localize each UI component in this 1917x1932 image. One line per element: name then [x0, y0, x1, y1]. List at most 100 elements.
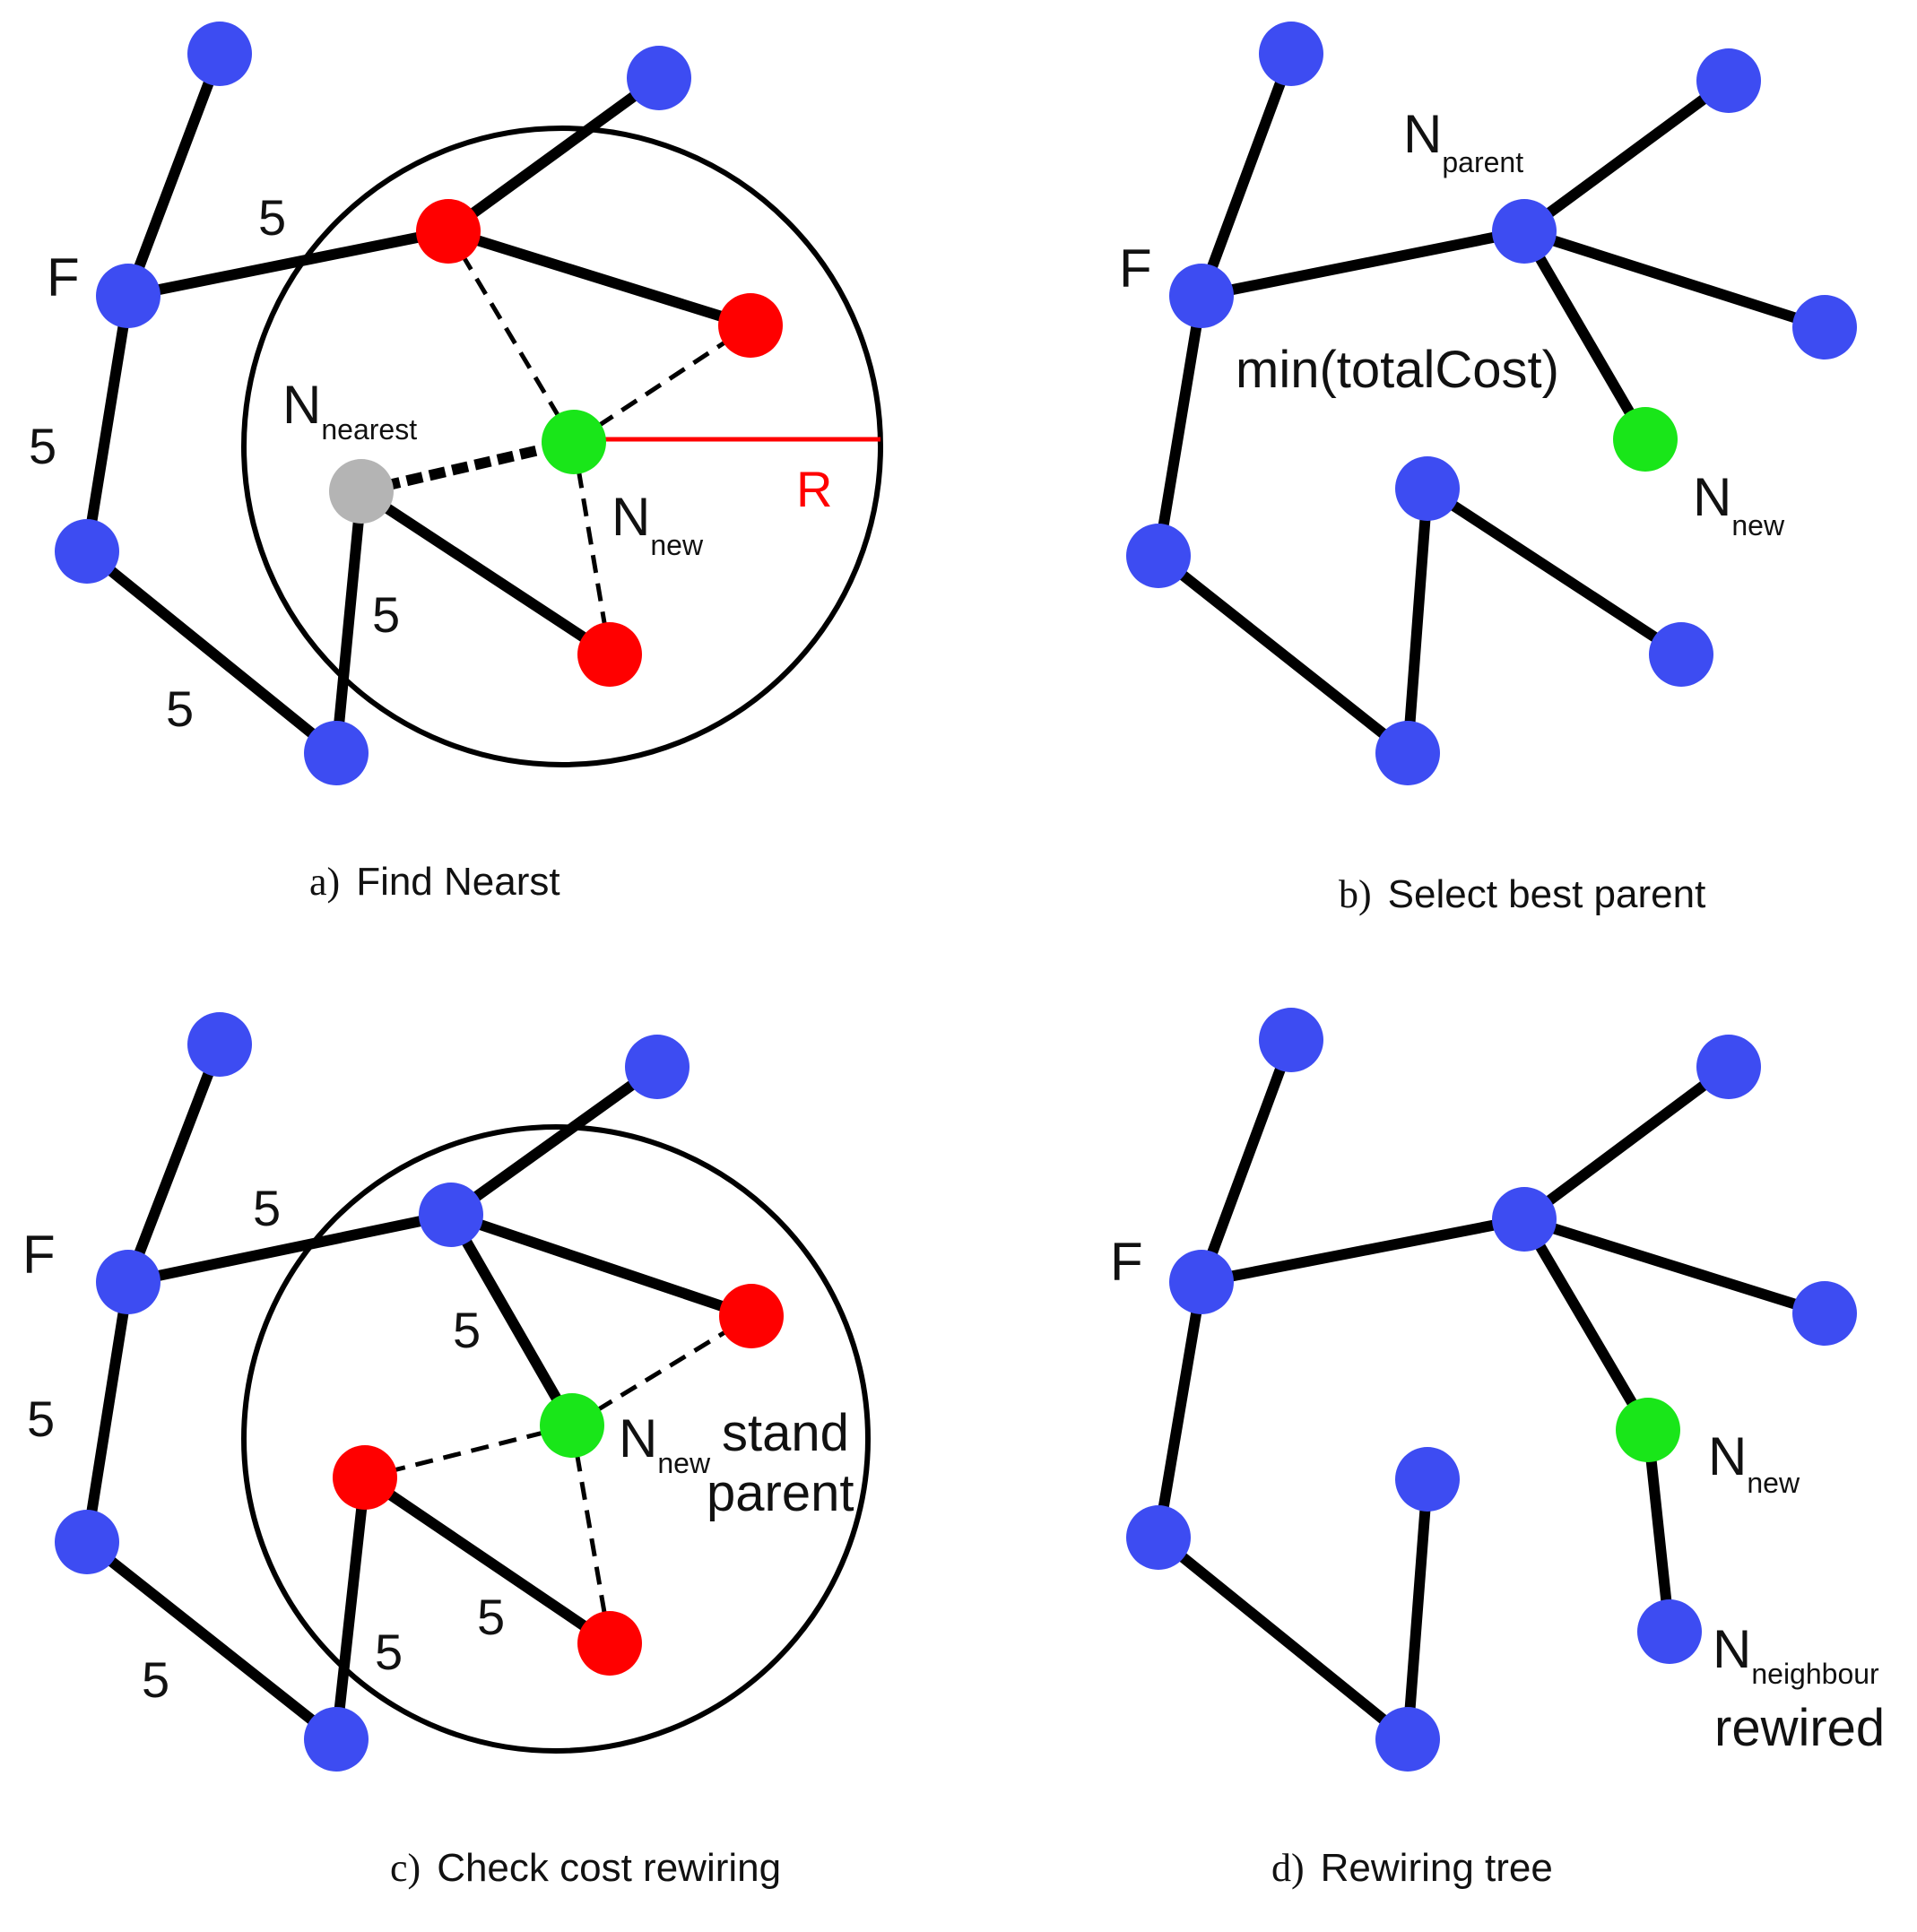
candidate-node: [577, 1611, 642, 1676]
tree-node: [1492, 1187, 1557, 1252]
tree-edge: [123, 1209, 456, 1287]
candidate-node: [416, 199, 481, 264]
neighbour-node: [1637, 1599, 1702, 1664]
tree-edge: [356, 486, 615, 660]
caption-a: a)Find Nearst: [309, 860, 560, 904]
tree-edge: [331, 486, 367, 758]
tree-edge: [446, 1209, 577, 1431]
tree-edge: [1196, 1035, 1297, 1287]
tree-node: [1375, 721, 1440, 785]
start-node: [1169, 264, 1234, 328]
label-neighbour: Nneighbour: [1713, 1619, 1879, 1690]
tree-node: [1792, 1281, 1857, 1346]
label-min-cost: min(totalCost): [1236, 341, 1559, 399]
start-node: [96, 1250, 160, 1314]
new-node: [1613, 407, 1678, 472]
dashed-link: [572, 323, 752, 445]
tree-edge: [123, 48, 225, 301]
label-f: F: [22, 1225, 56, 1285]
label-parent: Nparent: [1403, 104, 1523, 178]
tree-node: [1649, 622, 1713, 687]
tree-edge: [360, 1472, 615, 1649]
dashed-link: [569, 1425, 612, 1644]
edge-cost-label: 5: [477, 1589, 505, 1645]
candidate-edges: [364, 1313, 753, 1644]
tree-edges: [1153, 1035, 1830, 1745]
tree-edges: [82, 48, 756, 758]
caption-d: d)Rewiring tree: [1271, 1846, 1553, 1890]
panel-d: F Nnew Nneighbour rewired d)Rewiring tre…: [1110, 1008, 1885, 1890]
label-new: Nnew: [612, 487, 704, 561]
tree-edge: [82, 290, 134, 557]
tree-edge: [82, 546, 342, 758]
tree-edge: [331, 1472, 370, 1745]
tree-edge: [1519, 75, 1734, 237]
edge-cost-label: 5: [375, 1624, 403, 1680]
tree-edge: [1153, 550, 1413, 758]
tree-edge: [446, 1209, 757, 1321]
tree-node: [1126, 1505, 1191, 1570]
tree-edges: [82, 1039, 757, 1745]
tree-node: [304, 1707, 369, 1772]
label-nearest: Nnearest: [282, 375, 417, 446]
label-radius: R: [796, 461, 832, 517]
start-node: [96, 264, 160, 328]
search-radius-circle: [241, 126, 883, 767]
dashed-link: [364, 1423, 573, 1480]
tree-edge: [1643, 1425, 1675, 1637]
tree-node: [1126, 524, 1191, 588]
edge-cost-label: 5: [258, 189, 286, 246]
new-node: [540, 1393, 604, 1458]
tree-node: [1792, 295, 1857, 360]
label-f: F: [47, 247, 80, 308]
edge-cost-label: 5: [453, 1302, 481, 1358]
nearest-link: [360, 437, 576, 497]
candidate-node: [577, 622, 642, 687]
tree-edge: [1519, 1214, 1830, 1319]
candidate-node: [718, 293, 783, 358]
tree-edge: [1153, 1532, 1413, 1745]
tree-edge: [446, 1061, 663, 1220]
edge-cost-label: 5: [142, 1651, 169, 1708]
edge-cost-label: 5: [29, 418, 56, 474]
tree-edge: [82, 1537, 342, 1745]
tree-edge: [1196, 226, 1530, 301]
label-stand: stand: [722, 1404, 849, 1462]
new-node: [542, 410, 606, 474]
label-parent: parent: [707, 1464, 854, 1522]
tree-node: [1375, 1707, 1440, 1772]
tree-node: [1696, 48, 1761, 113]
search-radius-circle: [241, 1124, 871, 1754]
tree-edges: [1153, 48, 1830, 758]
tree-edge: [123, 1039, 225, 1287]
tree-node: [304, 721, 369, 785]
dashed-link: [446, 230, 577, 444]
caption-c: c)Check cost rewiring: [390, 1846, 781, 1890]
tree-edge: [1196, 1214, 1530, 1287]
label-f: F: [1110, 1232, 1143, 1292]
tree-edge: [443, 73, 664, 237]
tree-node: [1259, 1008, 1323, 1072]
tree-edge: [1519, 1061, 1734, 1225]
edge-cost-label: 5: [27, 1391, 55, 1447]
tree-edge: [1422, 483, 1687, 660]
tree-edge: [123, 226, 454, 301]
tree-edge: [1153, 290, 1207, 561]
edge-cost-label: 5: [253, 1180, 281, 1236]
tree-node: [1395, 456, 1460, 521]
tree-node: [187, 1012, 252, 1077]
tree-node: [55, 519, 119, 584]
tree-edge: [1402, 1474, 1433, 1745]
tree-node: [419, 1183, 483, 1247]
parent-node: [1492, 199, 1557, 264]
panel-b: F Nparent min(totalCost) Nnew b)Select b…: [1119, 22, 1857, 916]
label-new: Nnew: [619, 1408, 711, 1479]
edge-cost-label: 5: [372, 586, 400, 643]
panel-a: F 5 5 5 5 Nnearest Nnew R a)Find Nearst: [29, 22, 883, 904]
dashed-link: [571, 441, 612, 655]
caption-b: b)Select best parent: [1339, 872, 1705, 916]
nodes: [55, 1012, 784, 1772]
tree-edge: [1519, 226, 1651, 445]
dashed-link: [570, 1313, 753, 1428]
